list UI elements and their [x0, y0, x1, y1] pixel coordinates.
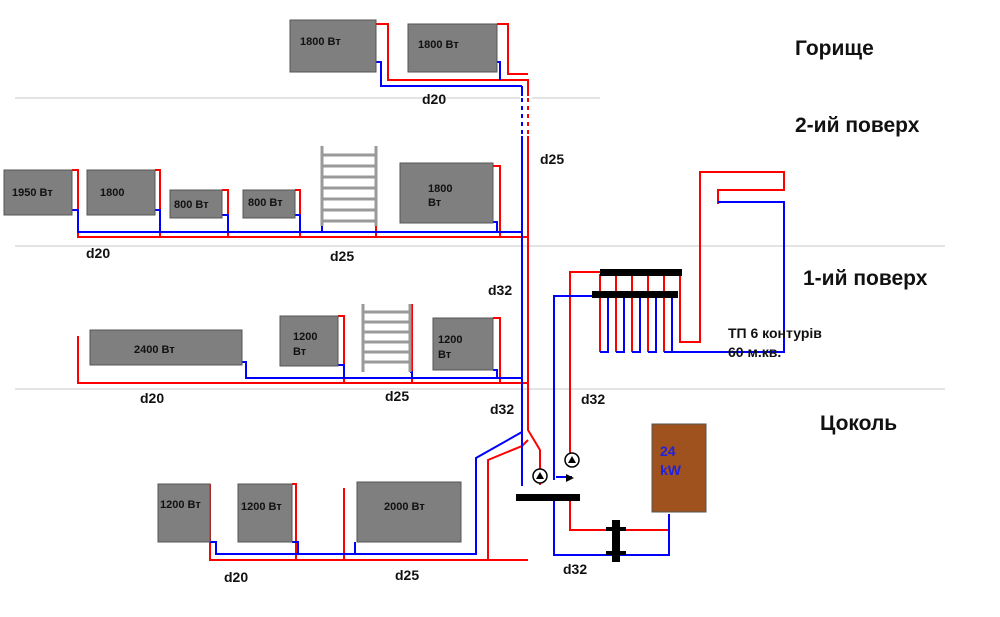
boiler-body	[651, 423, 707, 513]
separator-cap-bottom	[606, 551, 626, 555]
first-supply-r3	[493, 317, 501, 383]
first-return-main	[242, 361, 522, 379]
second-return-r4	[295, 214, 301, 232]
ufh-return-4	[648, 294, 657, 353]
radiator-second-2-label: 1800	[100, 187, 124, 199]
boiler-power-unit: kW	[660, 462, 682, 478]
base-return-mid	[292, 541, 299, 554]
underfloor-note-line1: ТП 6 контурів	[728, 325, 822, 341]
attic-return-right	[497, 61, 501, 80]
radiator-base-3	[356, 481, 462, 543]
ufh-return-1	[600, 294, 609, 353]
radiators: 1800 Вт 1800 Вт 1950 Вт 1800 800 Вт 800 …	[3, 19, 498, 543]
radiator-first-2	[279, 315, 339, 367]
underfloor-note-line2: 60 м.кв.	[728, 344, 781, 360]
pumps	[532, 452, 580, 484]
second-supply-main	[72, 169, 528, 238]
radiator-base-1-label: 1200 Вт	[160, 499, 201, 511]
radiator-first-3-label-1: 1200	[438, 334, 462, 346]
radiator-first-1	[89, 329, 243, 366]
radiator-second-1-label: 1950 Вт	[12, 187, 53, 199]
radiator-second-3-label: 800 Вт	[174, 199, 209, 211]
radiator-base-1	[157, 483, 211, 543]
ufh-return-3	[632, 294, 641, 353]
ufh-return-manifold	[592, 291, 678, 298]
distribution-manifold	[516, 494, 580, 501]
floor-label-second: 2-ий поверх	[795, 114, 920, 137]
radiator-base-3-label: 2000 Вт	[384, 501, 425, 513]
pipe-first-d20: d20	[140, 390, 164, 406]
riser-dashed	[520, 96, 532, 136]
attic-supply-right	[497, 23, 528, 75]
base-supply-riser	[487, 439, 529, 560]
towel-warmer-second	[320, 146, 378, 226]
radiator-second-3	[169, 189, 223, 219]
pipe-second-d20: d20	[86, 245, 110, 261]
radiator-attic-2	[407, 23, 498, 73]
second-return-r2	[155, 209, 161, 232]
floor-label-first: 1-ий поверх	[803, 267, 928, 290]
radiator-second-5-label-1: 1800	[428, 183, 452, 195]
floor-label-attic: Горище	[795, 37, 874, 60]
floor-label-basement: Цоколь	[820, 412, 897, 435]
pipe-base-d20: d20	[224, 569, 248, 585]
radiator-attic-2-label: 1800 Вт	[418, 39, 459, 51]
pipe-attic-d20: d20	[422, 91, 446, 107]
radiator-first-2-label-1: 1200	[293, 331, 317, 343]
radiator-first-1-label: 2400 Вт	[134, 344, 175, 356]
radiator-second-5-label-2: Вт	[428, 197, 442, 209]
radiator-first-3-label-2: Вт	[438, 349, 452, 361]
radiator-second-4	[242, 189, 296, 219]
pipe-ufh-d32: d32	[581, 391, 605, 407]
radiator-second-1	[3, 169, 73, 216]
floor-dividers	[15, 97, 945, 390]
ufh-return-5	[664, 294, 673, 353]
ufh-supply-riser	[569, 271, 600, 460]
pipe-first-d25: d25	[385, 388, 409, 404]
pipe-base-d25: d25	[395, 567, 419, 583]
ufh-supply-manifold	[600, 269, 682, 276]
pipe-boiler-d32: d32	[563, 561, 587, 577]
first-return-r2	[338, 364, 345, 378]
pump-floor-arrow-icon	[568, 456, 576, 463]
radiator-second-4-label: 800 Вт	[248, 197, 283, 209]
base-return-main	[210, 431, 523, 555]
first-supply-r2	[338, 315, 345, 383]
second-supply-r5	[493, 165, 501, 237]
radiator-first-3	[432, 317, 494, 371]
valve-arrow-icon	[566, 474, 574, 482]
radiator-second-5	[399, 162, 494, 224]
attic-return-left	[376, 61, 522, 87]
pipe-riser-d32-b: d32	[490, 401, 514, 417]
pump-heating-arrow-icon	[536, 472, 544, 479]
hydraulic-separator	[612, 520, 620, 562]
radiator-attic-1-label: 1800 Вт	[300, 36, 341, 48]
radiator-base-2-label: 1200 Вт	[241, 501, 282, 513]
pipe-riser-d32-a: d32	[488, 282, 512, 298]
boiler-power-value: 24	[660, 443, 676, 459]
radiator-first-2-label-2: Вт	[293, 346, 307, 358]
return-pipes	[72, 61, 785, 556]
separator-cap-top	[606, 527, 626, 531]
ufh-outer-loop	[679, 171, 785, 343]
second-return-r3	[222, 214, 229, 232]
pipe-second-d25: d25	[330, 248, 354, 264]
boiler: 24 kW	[651, 423, 707, 513]
manifolds	[516, 269, 682, 562]
towel-warmer-first	[361, 304, 412, 372]
radiator-second-2	[86, 169, 156, 216]
second-return-r5	[493, 221, 498, 232]
first-return-r3	[493, 369, 498, 378]
supply-riser	[527, 82, 541, 485]
ufh-return-2	[616, 294, 625, 353]
ufh-outer-return	[672, 201, 785, 353]
base-supply-mid	[292, 483, 297, 560]
ufh-return-riser	[553, 295, 592, 480]
pipe-riser-d25: d25	[540, 151, 564, 167]
first-supply-main	[77, 336, 528, 384]
radiator-attic-1	[289, 19, 377, 73]
radiator-base-2	[237, 483, 293, 543]
